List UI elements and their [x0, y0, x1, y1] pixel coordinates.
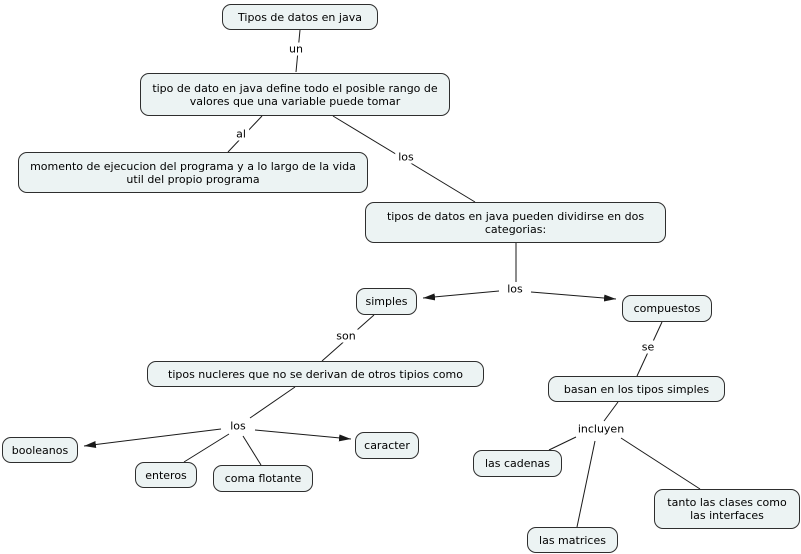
node-tipos-nucleares[interactable]: tipos nucleres que no se derivan de otro…	[147, 361, 484, 387]
link-label-un[interactable]: un	[286, 42, 306, 56]
node-clases-interfaces[interactable]: tanto las clases como las interfaces	[654, 489, 800, 529]
link-label-incluyen[interactable]: incluyen	[574, 422, 628, 436]
connector-incluyen-clases	[620, 437, 701, 490]
link-label-son[interactable]: son	[333, 329, 359, 343]
node-simples[interactable]: simples	[356, 288, 417, 315]
node-momento-ejecucion[interactable]: momento de ejecucion del programa y a lo…	[18, 152, 368, 193]
connector-incluyen-cadenas	[548, 436, 577, 451]
link-label-al[interactable]: al	[233, 127, 249, 141]
node-las-cadenas[interactable]: las cadenas	[473, 450, 562, 477]
connector-los-enteros	[183, 433, 230, 463]
node-basan-tipos-simples[interactable]: basan en los tipos simples	[548, 376, 725, 402]
connector-nucleares-los	[249, 386, 296, 419]
node-definicion[interactable]: tipo de dato en java define todo el posi…	[140, 73, 450, 116]
node-tipos-de-datos[interactable]: Tipos de datos en java	[222, 4, 378, 30]
link-label-los-3[interactable]: los	[227, 419, 249, 433]
node-enteros[interactable]: enteros	[135, 462, 197, 488]
connector-incluyen-matrices	[576, 440, 596, 528]
node-booleanos[interactable]: booleanos	[2, 437, 78, 463]
connector-los-coma-flotante	[242, 435, 262, 466]
node-las-matrices[interactable]: las matrices	[527, 527, 618, 553]
link-label-los-1[interactable]: los	[395, 150, 417, 164]
link-label-se[interactable]: se	[638, 340, 658, 354]
node-categorias[interactable]: tipos de datos en java pueden dividirse …	[365, 202, 666, 243]
link-label-los-2[interactable]: los	[504, 282, 526, 296]
connector-los-caracter	[254, 429, 352, 442]
connector-los-simples	[422, 290, 500, 301]
connector-los-compuestos	[530, 291, 617, 302]
connector-basan-incluyen	[603, 401, 619, 422]
connector-los-booleanos	[83, 428, 222, 448]
node-caracter[interactable]: caracter	[355, 432, 419, 459]
node-coma-flotante[interactable]: coma flotante	[213, 465, 313, 492]
node-compuestos[interactable]: compuestos	[622, 295, 712, 322]
